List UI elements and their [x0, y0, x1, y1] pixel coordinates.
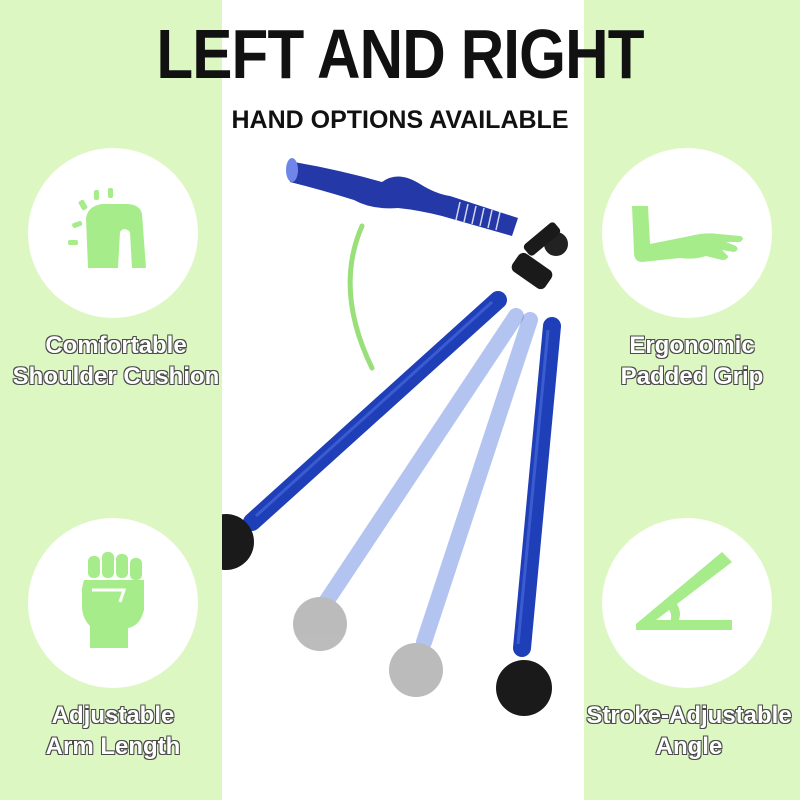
arm-feature-line1: Adjustable [51, 701, 175, 729]
grip-feature-line2: Padded Grip [620, 362, 764, 390]
angle-feature-line2: Angle [655, 732, 723, 760]
shoulder-feature-label: Comfortable Shoulder Cushion [0, 330, 232, 392]
fist-icon [82, 552, 144, 648]
angle-icon [636, 552, 732, 630]
grip-feature-circle [602, 148, 772, 318]
arm-icon [632, 206, 743, 262]
arm-feature-line2: Arm Length [45, 732, 181, 760]
arm-feature-circle [28, 518, 198, 688]
angle-feature-label: Stroke-Adjustable Angle [578, 700, 800, 762]
grip-feature-label: Ergonomic Padded Grip [584, 330, 800, 392]
arm-feature-label: Adjustable Arm Length [0, 700, 226, 762]
angle-feature-circle [602, 518, 772, 688]
angle-feature-line1: Stroke-Adjustable [586, 701, 793, 729]
shoulder-feature-line1: Comfortable [45, 331, 188, 359]
pole-right [496, 317, 561, 716]
grip-feature-line1: Ergonomic [629, 331, 756, 359]
ghost-pole-2 [389, 312, 538, 697]
subtitle: HAND OPTIONS AVAILABLE [231, 106, 569, 134]
shoulder-icon [68, 188, 146, 268]
main-title: LEFT AND RIGHT [156, 15, 644, 93]
ghost-pole-1 [293, 308, 524, 651]
padded-grip [286, 158, 518, 236]
pole-left [222, 291, 507, 570]
hinge-joint [511, 222, 568, 290]
shoulder-feature-circle [28, 148, 198, 318]
shoulder-feature-line2: Shoulder Cushion [12, 362, 220, 390]
golf-trainer-illustration [222, 158, 568, 716]
swing-arc [347, 223, 375, 371]
